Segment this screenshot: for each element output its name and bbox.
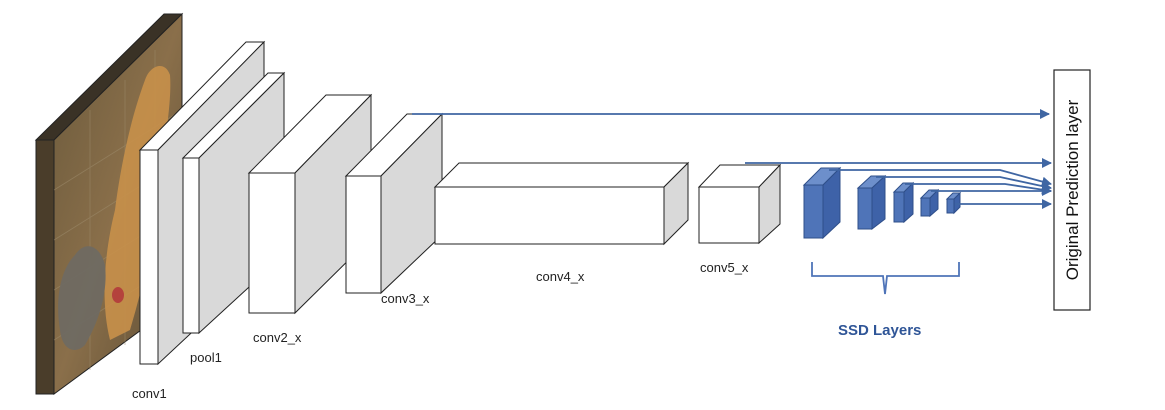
conv2-block [247,93,373,315]
conv3-block [344,112,444,295]
arrow-ssd-1 [829,169,1052,187]
ssd-layers-label: SSD Layers [838,322,921,339]
ssd-block-5 [945,191,962,215]
label-conv1: conv1 [132,386,167,401]
ssd-block-2 [856,174,887,231]
label-conv5: conv5_x [700,260,749,275]
ssd-block-1 [802,166,842,240]
conv5-block [697,163,782,245]
ssd-brace [811,262,960,295]
conv4-block [433,161,690,246]
label-pool1: pool1 [190,350,222,365]
ssd-block-3 [892,181,915,224]
prediction-arrows [412,109,1052,209]
ssd-block-4 [919,188,940,218]
label-conv3: conv3_x [381,291,430,306]
prediction-layer-box [1053,69,1091,311]
arrow-ssd-3 [905,183,1052,195]
prediction-layer-label: Original Prediction layer [1063,99,1082,280]
arrow-ssd-2 [876,176,1052,191]
label-conv2: conv2_x [253,330,302,345]
ssd-blocks [802,166,962,240]
label-conv4: conv4_x [536,269,585,284]
